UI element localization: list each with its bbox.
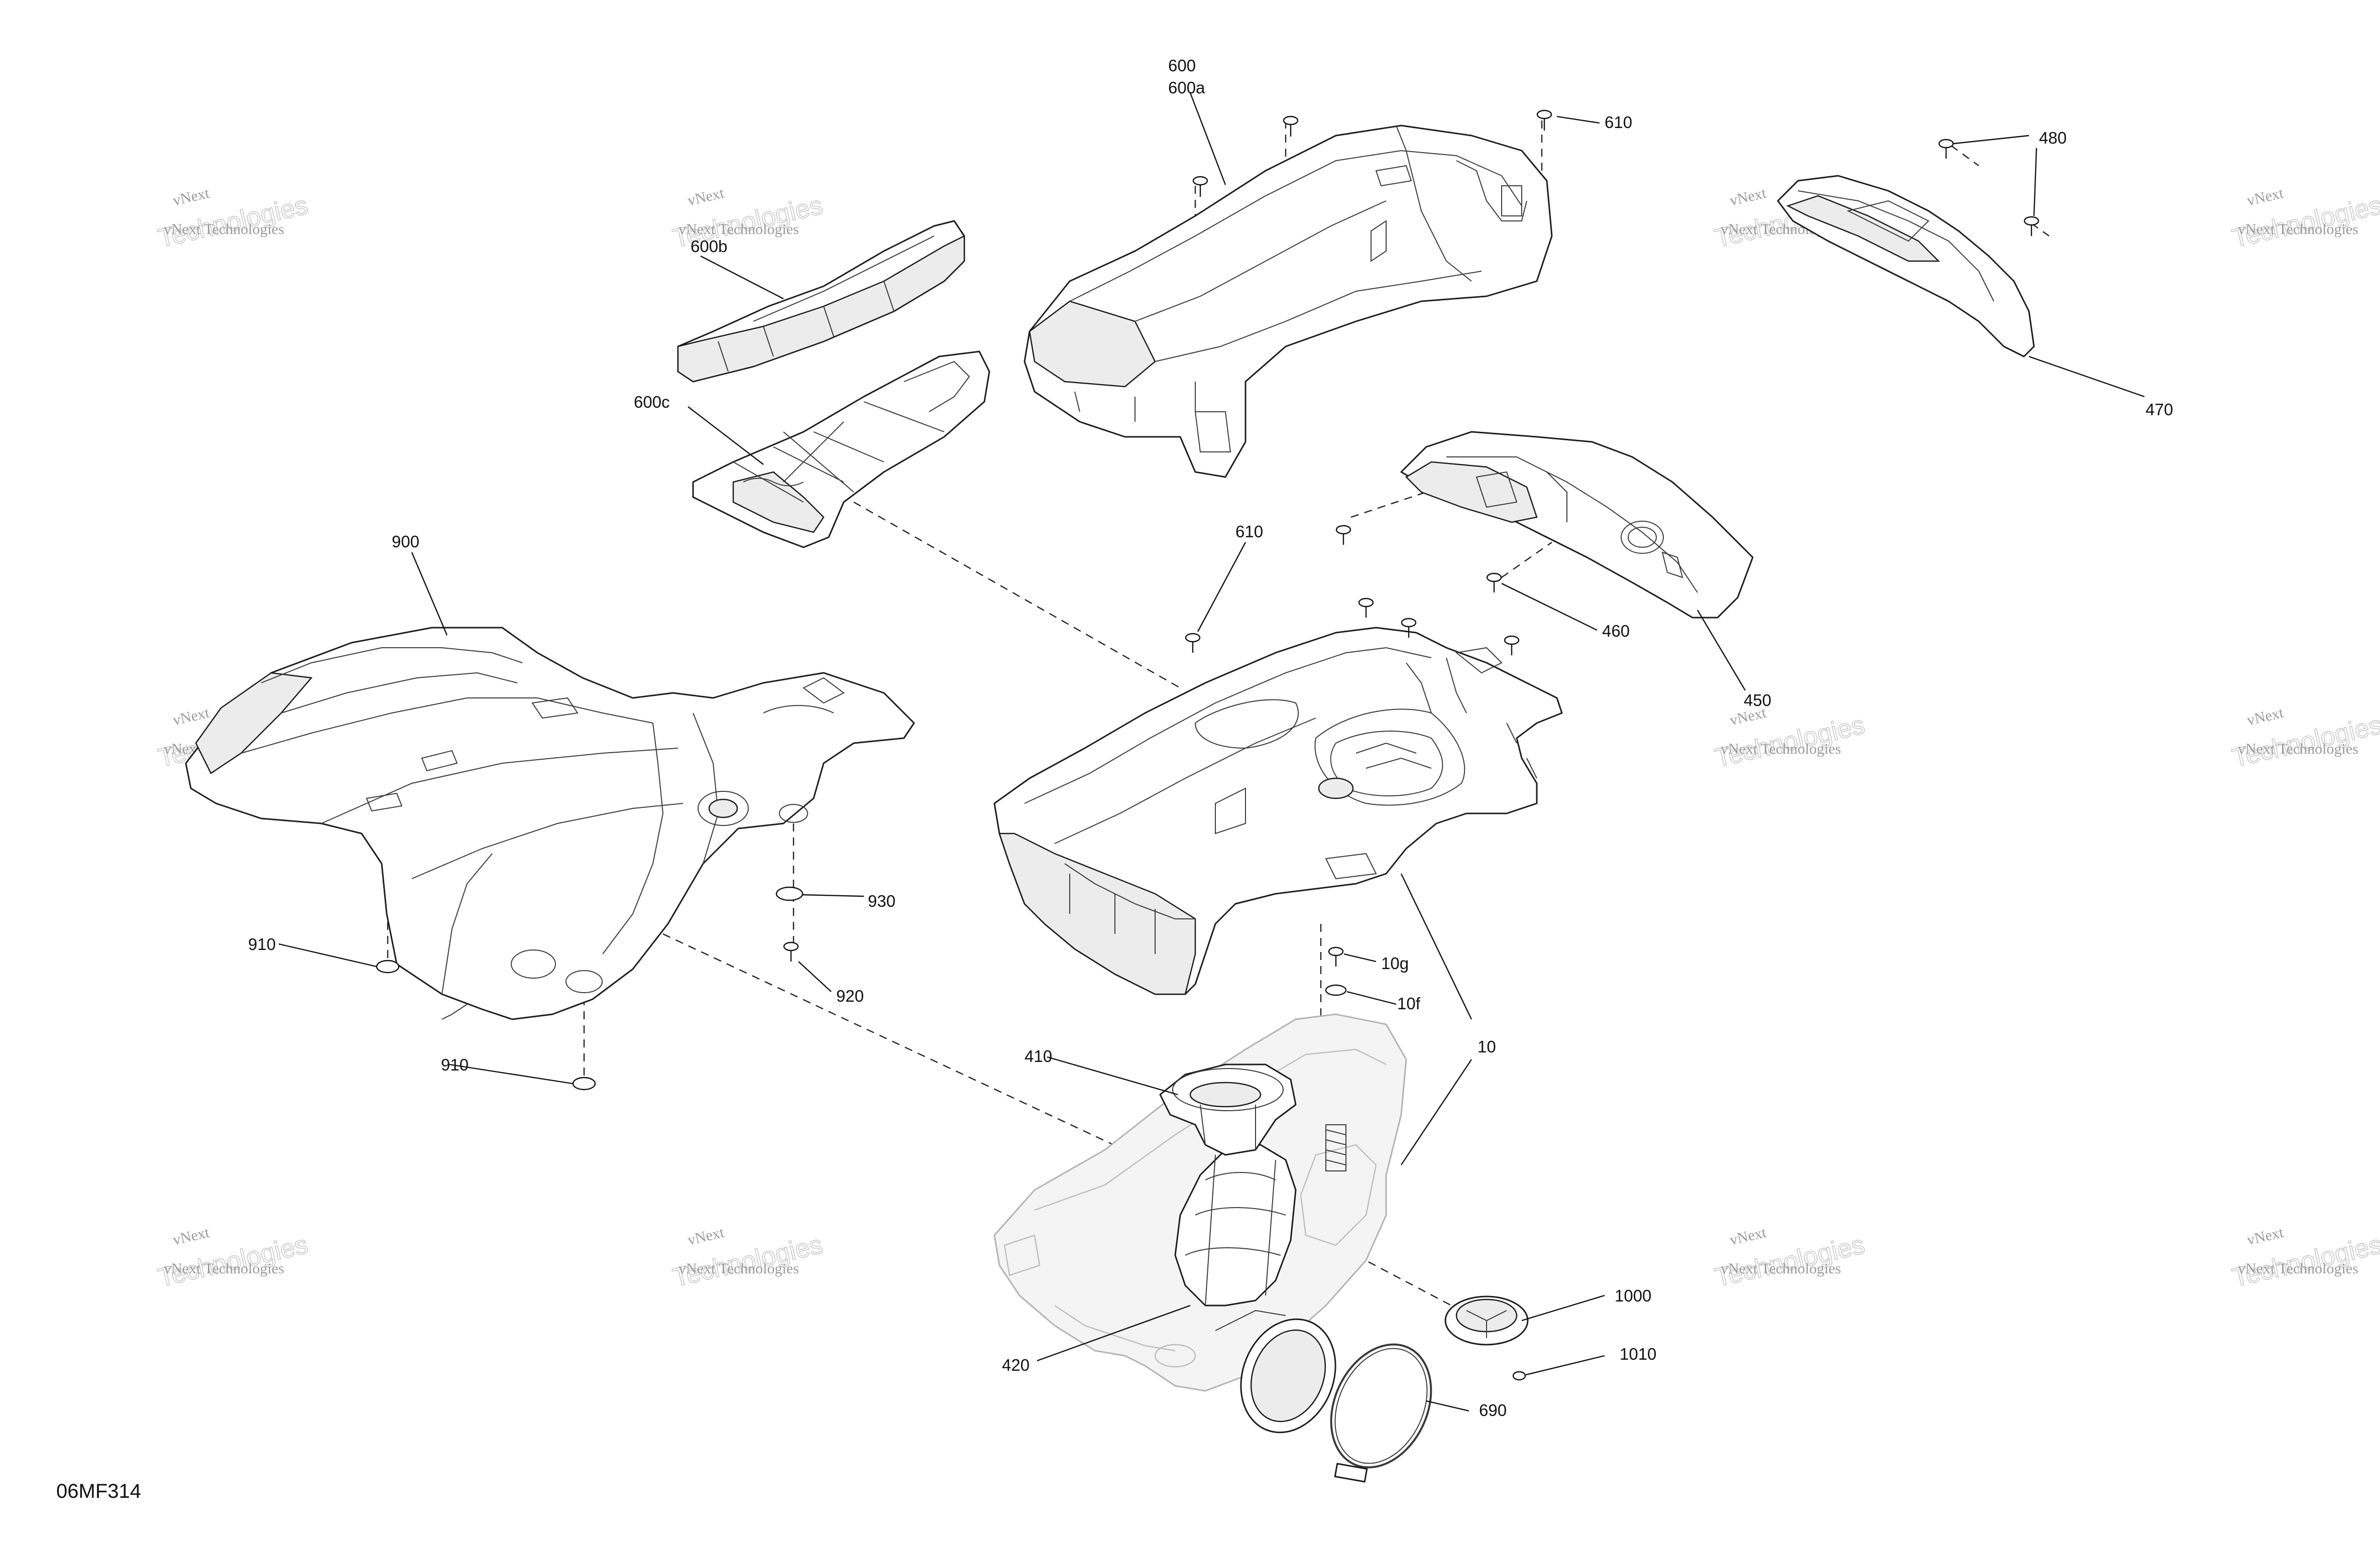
watermark-15: Technologies vNext vNext Technologies	[2229, 1224, 2380, 1293]
callout-480: 480	[2039, 129, 2067, 147]
callout-610-mid: 610	[1235, 522, 1263, 541]
svg-text:vNext Technologies: vNext Technologies	[2238, 1260, 2358, 1277]
svg-text:vNext: vNext	[171, 1224, 211, 1249]
spring	[1325, 1124, 1346, 1171]
callout-labels: 600 600a 600b 600c 610 480 470 610 460 4…	[248, 56, 2173, 1419]
callout-10f: 10f	[1397, 994, 1421, 1013]
drawing-code: 06MF314	[56, 1480, 141, 1502]
callout-600b: 600b	[691, 237, 727, 256]
watermark-14: Technologies vNext vNext Technologies	[1712, 1224, 1868, 1293]
svg-text:vNext Technologies: vNext Technologies	[1721, 1260, 1841, 1277]
screw	[1185, 633, 1201, 653]
callout-10: 10	[1478, 1037, 1496, 1056]
svg-text:vNext Technologies: vNext Technologies	[2238, 221, 2358, 238]
callout-470: 470	[2145, 400, 2173, 419]
svg-text:vNext Technologies: vNext Technologies	[164, 221, 284, 238]
svg-text:vNext: vNext	[2245, 1224, 2286, 1249]
clamp	[1330, 1343, 1432, 1483]
washer	[775, 886, 804, 901]
washer	[572, 1077, 596, 1091]
callout-600a: 600a	[1168, 78, 1205, 97]
screw	[1328, 946, 1344, 967]
screw	[1283, 115, 1299, 137]
svg-text:vNext: vNext	[171, 185, 211, 209]
callout-900: 900	[392, 532, 419, 551]
svg-text:vNext Technologies: vNext Technologies	[2238, 741, 2358, 757]
callout-460: 460	[1602, 622, 1630, 640]
screw	[1938, 139, 1954, 159]
nut	[1512, 1371, 1526, 1381]
callout-910-b: 910	[441, 1055, 469, 1074]
air-intake-silencer	[1024, 125, 1553, 478]
screw	[1192, 176, 1208, 197]
svg-text:vNext Technologies: vNext Technologies	[164, 1260, 284, 1277]
screw	[1504, 635, 1520, 655]
air-inlet-duct	[1174, 1144, 1297, 1307]
washer	[376, 960, 400, 974]
svg-text:vNext: vNext	[1728, 1224, 1768, 1249]
svg-text:vNext: vNext	[1728, 185, 1768, 209]
svg-text:vNext: vNext	[2245, 704, 2286, 729]
filter-frame	[692, 350, 990, 548]
screw	[1536, 109, 1552, 131]
callout-600c: 600c	[634, 393, 670, 411]
watermark-12: Technologies vNext vNext Technologies	[670, 1224, 826, 1293]
svg-text:vNext: vNext	[686, 185, 726, 209]
callout-410: 410	[1025, 1047, 1052, 1065]
floor-heat-shield	[185, 627, 915, 1020]
callout-1000: 1000	[1615, 1286, 1651, 1305]
svg-text:vNext: vNext	[171, 704, 211, 729]
screw	[1401, 618, 1417, 638]
callout-930: 930	[868, 892, 895, 910]
side-panel-front	[1400, 431, 1754, 619]
drain-cover	[1444, 1295, 1529, 1346]
washer	[1325, 984, 1347, 996]
screw	[1335, 525, 1351, 545]
screw	[2023, 216, 2039, 236]
duct-outlet	[1215, 1310, 1336, 1434]
leader-lines	[278, 92, 2145, 1412]
watermark-9: Technologies vNext vNext Technologies	[1712, 704, 1868, 774]
svg-text:vNext Technologies: vNext Technologies	[1721, 741, 1841, 757]
callout-910-a: 910	[248, 935, 276, 954]
svg-text:vNext: vNext	[2245, 185, 2286, 209]
callout-610-top: 610	[1605, 113, 1632, 132]
callout-600: 600	[1168, 56, 1196, 75]
screw	[1486, 572, 1502, 592]
air-inlet-funnel	[1159, 1063, 1297, 1156]
svg-text:vNext: vNext	[686, 1224, 726, 1249]
callout-1010: 1010	[1620, 1345, 1656, 1363]
screw	[1358, 598, 1374, 618]
svg-text:vNext Technologies: vNext Technologies	[678, 221, 799, 238]
callout-450: 450	[1744, 691, 1771, 709]
watermark-5: Technologies vNext vNext Technologies	[2229, 185, 2380, 254]
callout-10g: 10g	[1381, 954, 1409, 973]
callout-920: 920	[836, 987, 864, 1005]
screw	[783, 941, 799, 962]
storage-bin-assembly	[993, 627, 1563, 995]
watermark-11: Technologies vNext vNext Technologies	[155, 1224, 311, 1293]
air-filter	[677, 220, 965, 383]
watermark-1: Technologies vNext vNext Technologies	[155, 185, 311, 254]
fasteners	[376, 109, 2039, 1381]
watermark-10: Technologies vNext vNext Technologies	[2229, 704, 2380, 774]
svg-text:vNext Technologies: vNext Technologies	[678, 1260, 799, 1277]
callout-420: 420	[1002, 1356, 1030, 1374]
callout-690: 690	[1479, 1401, 1507, 1419]
side-panel-rear	[1777, 175, 2035, 358]
